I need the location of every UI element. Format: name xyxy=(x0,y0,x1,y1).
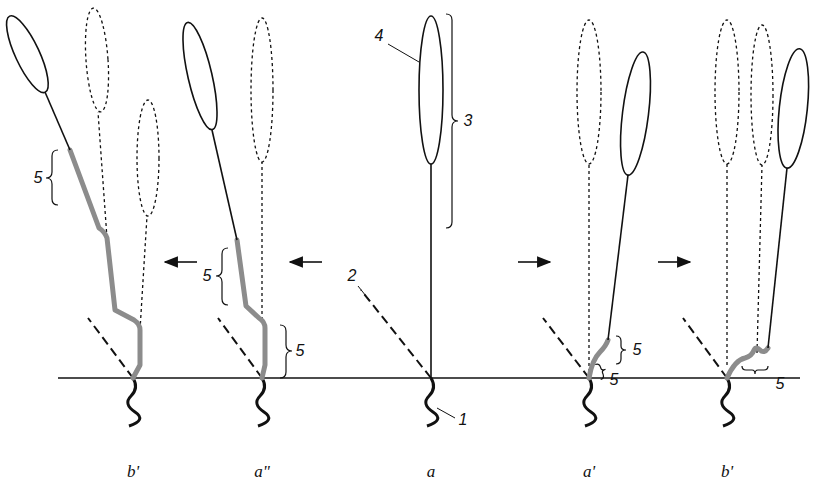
view-letter: b' xyxy=(127,463,139,481)
callout-number: 5 xyxy=(296,342,305,360)
callout-number: 3 xyxy=(464,112,473,130)
view-letter: a" xyxy=(254,463,270,481)
callout-number: 2 xyxy=(348,267,357,285)
callout-number: 5 xyxy=(34,169,43,187)
callout-number: 5 xyxy=(610,371,619,389)
view-letter: a' xyxy=(583,463,595,481)
callout-number: 4 xyxy=(375,27,384,45)
callout-number: 5 xyxy=(633,341,642,359)
view-letter: b' xyxy=(721,463,733,481)
view-letter: a xyxy=(427,463,436,481)
callout-number: 1 xyxy=(459,411,468,429)
callout-number: 5 xyxy=(776,375,785,393)
callout-number: 5 xyxy=(203,267,212,285)
